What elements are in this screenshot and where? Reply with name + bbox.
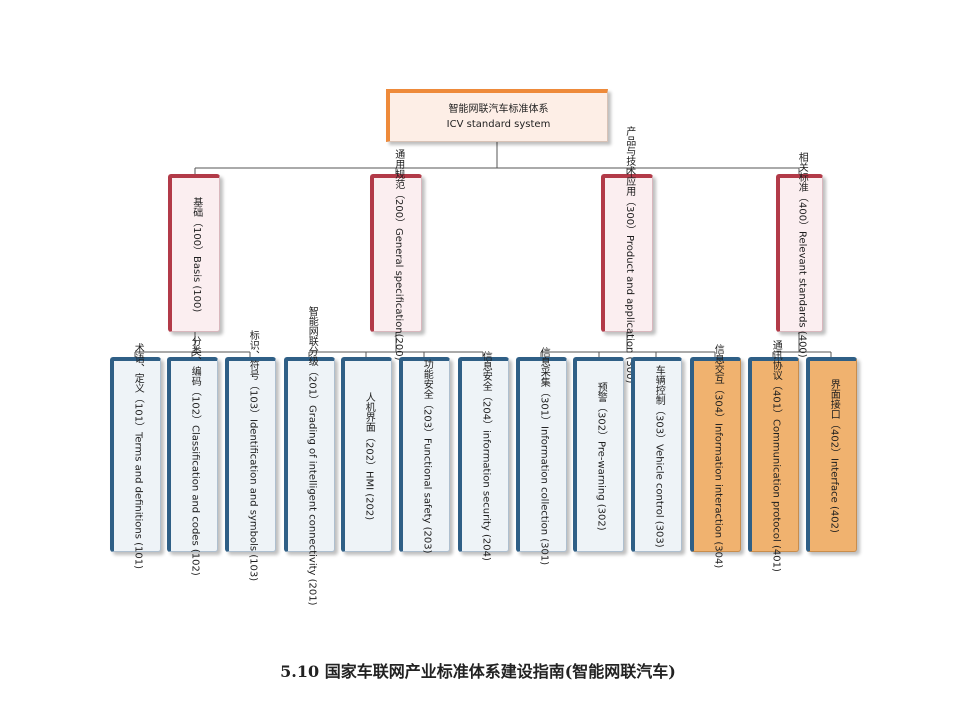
leaf-label-en: information security (204): [480, 430, 492, 561]
category-label-en: Relevant standards (400): [796, 230, 808, 358]
leaf-label-en: HMI (202): [363, 470, 375, 521]
category-label-zh: 相关标准（400）: [796, 151, 808, 231]
leaf-401: 通讯协议（401）Communication protocol (401): [748, 340, 799, 572]
leaf-label-zh: 车辆控制（303）: [653, 364, 665, 444]
category-label-en: General specification(200): [392, 227, 404, 361]
leaf-label-en: Terms and definitions (101): [132, 432, 144, 570]
leaf-101: 术语、定义（101）Terms and definitions (101): [110, 343, 161, 569]
leaf-303: 车辆控制（303）Vehicle control (303): [631, 357, 682, 552]
category-label-en: Product and application (300): [623, 234, 635, 384]
leaf-label-en: Pre-warning (302): [595, 440, 607, 531]
leaf-402: 界面接口（402）Interface (402): [806, 357, 857, 552]
leaf-201: 智能网联分级（201）Grading of intelligent connec…: [284, 306, 335, 606]
leaf-label-zh: 功能安全（203）: [421, 358, 433, 438]
figure-caption: 5.10 国家车联网产业标准体系建设指南(智能网联汽车): [280, 662, 676, 681]
leaf-label-zh: 通讯协议（401）: [770, 340, 782, 420]
leaf-label-en: Classification and codes (102): [189, 425, 201, 576]
leaf-label-zh: 分类、编码（102）: [189, 336, 201, 426]
category-general-specification: 通用规范（200）General specification(200): [370, 149, 422, 360]
leaf-103: 标识、符号（103）Identification and symbols (10…: [225, 330, 276, 582]
leaf-label-zh: 预警（302）: [595, 381, 607, 441]
leaf-label-en: Vehicle control (303): [653, 443, 665, 548]
leaf-label-en: Functional safety (203): [421, 437, 433, 554]
leaf-304: 信息交互（304）Information interaction (304): [690, 344, 741, 568]
leaf-label-zh: 信息安全（204）: [480, 351, 492, 431]
leaf-204: 信息安全（204）information security (204): [458, 351, 509, 561]
category-product-application: 产品与技术应用（300）Product and application (300…: [601, 126, 653, 383]
leaf-label-zh: 标识、符号（103）: [247, 330, 259, 420]
leaf-label-en: Identification and symbols (103): [247, 419, 259, 582]
root-node: 智能网联汽车标准体系 ICV standard system: [386, 89, 608, 142]
leaf-203: 功能安全（203）Functional safety (203): [399, 357, 450, 554]
category-label-zh: 基础（100）: [190, 196, 202, 256]
leaf-label-en: Grading of intelligent connectivity (201…: [306, 405, 318, 606]
leaf-label-zh: 术语、定义（101）: [132, 342, 144, 433]
leaf-302: 预警（302）Pre-warning (302): [573, 357, 624, 552]
leaf-label-en: Information collection (301): [538, 425, 550, 566]
leaf-202: 人机界面（202）HMI (202): [341, 357, 392, 552]
leaf-label-zh: 信息采集（301）: [538, 346, 550, 426]
leaf-label-zh: 人机界面（202）: [363, 391, 375, 471]
leaf-label-en: Communication protocol (401): [770, 419, 782, 572]
leaf-label-en: Interface (402): [828, 458, 840, 533]
leaf-label-zh: 信息交互（304）: [712, 343, 724, 423]
category-label-en: Basis (100): [190, 255, 202, 313]
leaf-label-zh: 智能网联分级（201）: [306, 306, 318, 406]
category-label-zh: 通用规范（200）: [392, 148, 404, 228]
leaf-label-zh: 界面接口（402）: [828, 379, 840, 459]
category-relevant-standards: 相关标准（400）Relevant standards (400): [776, 152, 823, 357]
leaf-102: 分类、编码（102）Classification and codes (102): [167, 336, 218, 576]
leaf-label-en: Information interaction (304): [712, 422, 724, 569]
root-title-zh: 智能网联汽车标准体系: [448, 104, 549, 115]
root-title-en: ICV standard system: [446, 119, 551, 130]
category-basis: 基础（100）Basis (100): [168, 174, 220, 332]
category-label-zh: 产品与技术应用（300）: [623, 125, 635, 235]
leaf-301: 信息采集（301）Information collection (301): [516, 347, 567, 565]
